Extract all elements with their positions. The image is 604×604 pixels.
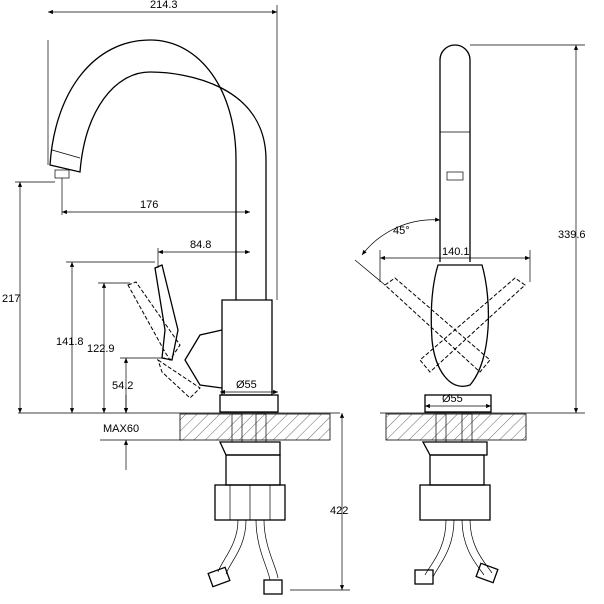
dim-handle-angle: 45°	[393, 225, 410, 237]
handle-lever	[154, 264, 179, 361]
front-view: 339.6 140.1 45° Ø55	[354, 44, 586, 585]
countertop-front	[385, 413, 527, 441]
side-view: 214.3 176 84.8 217 141.8 122.9 54.2 Ø55 …	[2, 0, 350, 595]
dim-handle-height-mid: 122.9	[87, 343, 115, 355]
hose-left	[217, 519, 247, 575]
dim-spout-reach: 176	[140, 199, 158, 211]
mounting-nut-front	[419, 484, 491, 521]
dim-total-height: 217	[2, 293, 20, 305]
handle-front	[430, 264, 490, 387]
dim-base-diameter: Ø55	[236, 379, 257, 391]
spout-front	[439, 44, 471, 262]
dim-front-total-height: 339.6	[558, 229, 586, 241]
handle-mid-position	[127, 281, 181, 361]
dim-handle-span: 140.1	[442, 246, 470, 258]
spout	[49, 39, 267, 300]
dim-handle-height-min: 54.2	[112, 380, 133, 392]
handle-low-position	[157, 358, 201, 399]
dim-front-base-diameter: Ø55	[442, 393, 463, 405]
handle-right-position	[419, 277, 526, 373]
dim-hose-length: 422	[330, 505, 348, 517]
hose-right	[255, 519, 279, 581]
dim-max-counter: MAX60	[103, 423, 139, 435]
handle-left-position	[384, 277, 491, 373]
dim-overall-width: 214.3	[150, 0, 178, 11]
base	[219, 394, 279, 413]
dim-handle-height-max: 141.8	[56, 336, 84, 348]
countertop	[179, 413, 331, 441]
dim-handle-reach: 84.8	[190, 239, 211, 251]
